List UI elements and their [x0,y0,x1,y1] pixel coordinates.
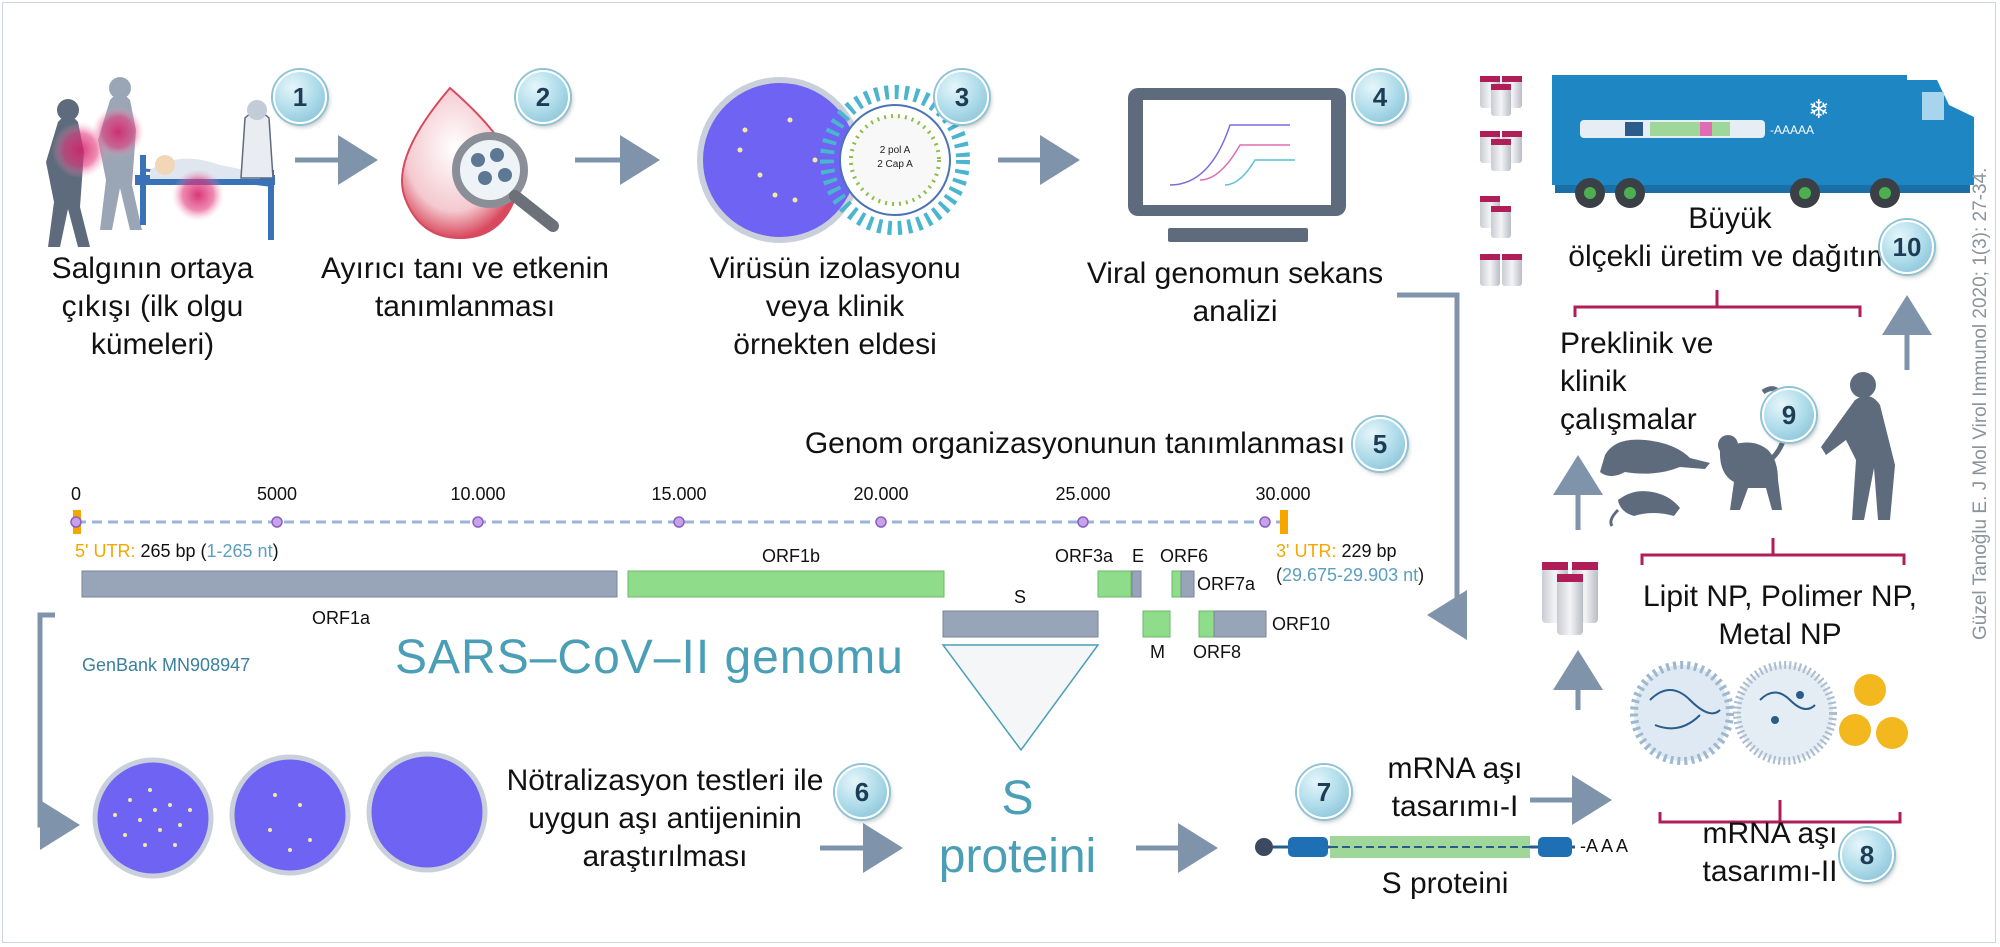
utr3-bp: 229 bp [1336,541,1397,561]
utr3-label: 3' UTR: 229 bp [1276,541,1397,562]
orf6-bar [1171,570,1182,598]
bracket-group [1573,290,1906,824]
step-badge-5: 5 [1353,417,1407,471]
s-protein-label: S proteini [938,772,1097,883]
utr5-close: ) [272,541,279,561]
utr3-open: ( [1276,565,1282,585]
orf7a-label: ORF7a [1197,574,1256,594]
s-protein-construct-label: S proteini [1381,867,1509,900]
virus-isolation-illustration: 2 pol A 2 Cap A [697,77,970,243]
utr3-marker [1280,510,1288,534]
orf3a-label: ORF3a [1055,546,1114,566]
step-badge-9: 9 [1762,388,1816,442]
step-badge-3: 3 [935,70,989,124]
utr5-label: 5' UTR: 265 bp (1-265 nt) [75,541,279,562]
s-label: S [1014,587,1027,607]
nanoparticle-illustration [1630,661,1908,765]
e-label: E [1132,546,1145,566]
step-badge-7: 7 [1297,765,1351,819]
step-badge-4: 4 [1353,70,1407,124]
preclinical-animals-illustration [1600,372,1895,527]
neutralization-dishes [92,751,488,879]
step3-label: Virüsün izolasyonu veya klinik örnekten … [709,252,961,361]
step2-label: Ayırıcı tanı ve etkenin tanımlanması [321,252,609,323]
orf1a-bar [81,570,618,598]
genome-tick: 5000 [256,484,298,504]
utr3-close: ) [1418,565,1425,585]
step7-label: mRNA aşı tasarımı-I [1387,752,1523,823]
truck-polya-text: -AAAAA [1770,123,1814,137]
genome-tick: 30.000 [1255,484,1311,504]
m-bar [1142,610,1171,638]
orf10-label: ORF10 [1272,614,1331,634]
m-label: M [1150,642,1165,662]
e-bar [1131,570,1142,598]
s-bar [942,610,1099,638]
orf8-bar [1198,610,1215,638]
step4-label: Viral genomun sekans analizi [1086,257,1384,328]
citation: Güzel Tanoğlu E. J Mol Virol Immunol 202… [1970,167,1991,640]
genome-map [70,510,1288,752]
step-badge-10: 10 [1880,220,1934,274]
step-badge-1: 1 [273,70,327,124]
genbank-label: GenBank MN908947 [82,655,251,675]
utr5-bp: 265 bp ( [135,541,207,561]
nanoparticle-label: Lipit NP, Polimer NP, Metal NP [1642,580,1917,651]
vial-group-icon [1542,562,1598,635]
snowflake-icon: ❄ [1808,95,1830,125]
polya-label: -A A A [1580,836,1629,856]
genome-title: SARS–CoV–II genomu [395,631,904,684]
orf1a-label: ORF1a [312,608,371,628]
genome-tick: 20.000 [853,484,909,504]
genome-tick: 10.000 [450,484,506,504]
outbreak-illustration [46,77,275,247]
virion-label-1: 2 pol A [880,145,911,156]
orf6-label: ORF6 [1160,546,1209,566]
step-badge-2: 2 [516,70,570,124]
step1-label: Salgının ortaya çıkışı (ilk olgu kümeler… [51,252,254,361]
utr3-range: (29.675-29.903 nt) [1276,565,1424,586]
virion-label-2: 2 Cap A [877,159,913,170]
step-badge-8: 8 [1840,828,1894,882]
sequencing-monitor-illustration [1128,88,1346,242]
blood-drop-magnifier-illustration [401,86,559,240]
step8-label: mRNA aşı tasarımı-II [1702,817,1838,888]
orf10-bar [1213,610,1267,638]
step-badge-6: 6 [835,765,889,819]
orf8-label: ORF8 [1193,642,1242,662]
utr5-title: 5' UTR: [75,541,136,561]
utr3-title: 3' UTR: [1276,541,1337,561]
utr3-nt: 29.675-29.903 nt [1282,565,1419,585]
orf1b-bar [627,570,945,598]
step9-label: Preklinik ve klinik çalışmalar [1560,327,1714,436]
genome-tick: 25.000 [1055,484,1111,504]
mrna-construct [1255,836,1575,858]
genome-tick: 15.000 [651,484,707,504]
orf7a-bar [1180,570,1195,598]
s-protein-funnel [941,644,1100,752]
step6-label: Nötralizasyon testleri ile uygun aşı ant… [506,764,824,873]
step5-label: Genom organizasyonunun tanımlanması [804,427,1346,460]
genome-tick: 0 [70,484,82,504]
flow-arrows [37,135,1932,873]
orf3a-bar [1097,570,1132,598]
vial-stack-icon [1480,76,1522,286]
orf1b-label: ORF1b [762,546,821,566]
distribution-truck-illustration: -AAAAA ❄ [1480,75,1974,286]
step10-label: Büyük ölçekli üretim ve dağıtım [1568,202,1892,273]
utr5-nt: 1-265 nt [206,541,273,561]
